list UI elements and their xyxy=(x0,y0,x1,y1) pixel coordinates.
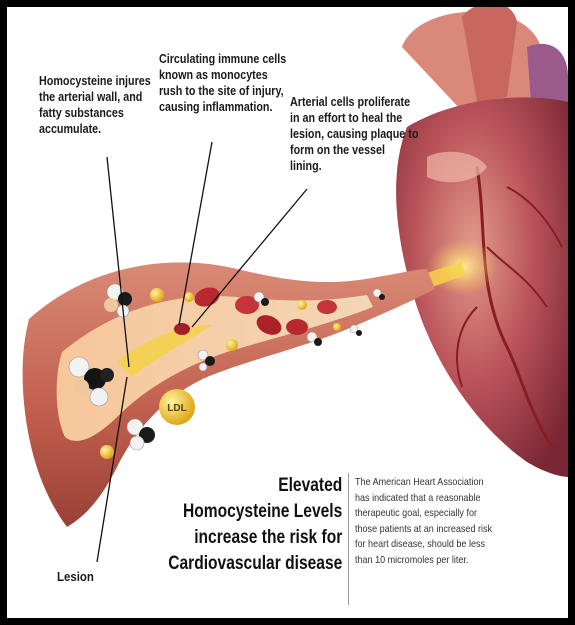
ldl-label: LDL xyxy=(167,403,186,414)
fat-droplet xyxy=(100,445,114,459)
red-blood-cell xyxy=(317,300,337,314)
aha-note: The American Heart Association has indic… xyxy=(355,475,493,568)
red-blood-cell xyxy=(286,319,308,335)
fat-droplet xyxy=(333,323,341,331)
annotation-homocysteine: Homocysteine injures the arterial wall, … xyxy=(39,73,151,137)
infographic-frame: LDL xyxy=(7,7,568,618)
annotation-lesion: Lesion xyxy=(57,569,94,584)
fat-droplet xyxy=(297,300,307,310)
fat-droplet xyxy=(226,339,238,351)
annotation-immune-cells: Circulating immune cells known as monocy… xyxy=(159,51,288,115)
fat-droplet xyxy=(150,288,164,302)
headline-line-2: Homocysteine Levels xyxy=(168,499,342,525)
annotation-arterial-cells: Arterial cells proliferate in an effort … xyxy=(290,94,419,174)
text-divider xyxy=(348,473,349,605)
headline-line-3: increase the risk for xyxy=(168,525,342,551)
red-blood-cell xyxy=(174,323,190,335)
fat-droplet xyxy=(184,292,194,302)
headline: Elevated Homocysteine Levels increase th… xyxy=(168,473,342,577)
monocyte-cluster xyxy=(350,325,362,336)
heart xyxy=(396,7,568,477)
headline-line-4: Cardiovascular disease xyxy=(168,551,342,577)
headline-line-1: Elevated xyxy=(168,473,342,499)
